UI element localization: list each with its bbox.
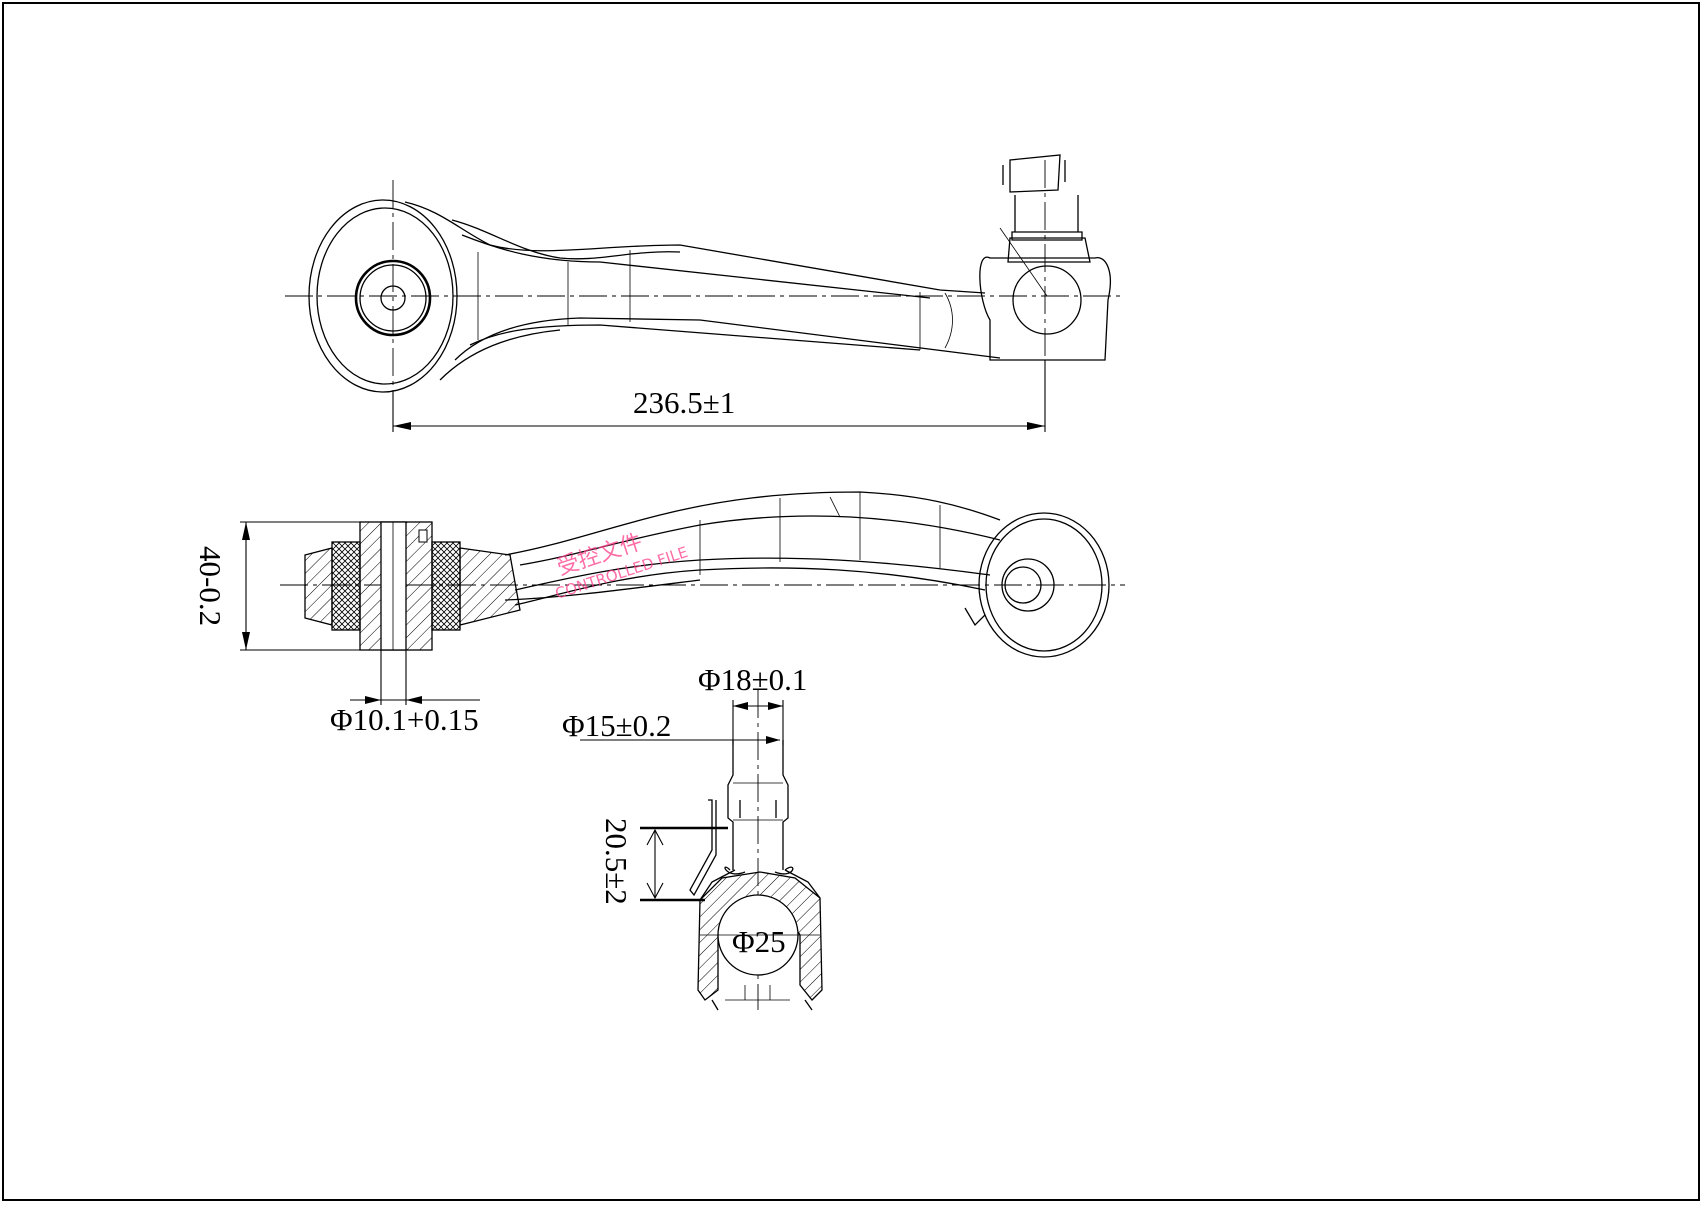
ball-diameter-label: Φ25 [732,924,786,959]
length-dimension: 236.5±1 [392,360,1046,432]
stud-diameter-lower-dimension: Φ15±0.2 [562,708,780,744]
bore-dimension: Φ10.1+0.15 [330,650,480,737]
arm-body-side [504,491,1001,606]
stud-diameter-upper-label: Φ18±0.1 [698,662,807,697]
housing [697,866,823,1011]
stud-diameter-upper-dimension: Φ18±0.1 [698,662,807,745]
side-view: 40-0.2 Φ10.1+0.15 受控文件 CONTROLLED FILE [193,491,1125,737]
length-dimension-label: 236.5±1 [633,385,735,420]
top-view: 236.5±1 [285,154,1120,432]
stud-height-dimension: 20.5±2 [599,818,728,905]
thickness-dimension-label: 40-0.2 [193,546,228,626]
bore-dimension-label: Φ10.1+0.15 [330,702,479,737]
stud [727,740,789,870]
ball-joint-top [979,154,1111,361]
stud-diameter-lower-label: Φ15±0.2 [562,708,671,743]
thickness-dimension: 40-0.2 [193,521,360,651]
bushing-eye [308,199,458,393]
arm-body-top [404,201,1001,381]
ball-joint-section: Φ25 Φ18±0.1 Φ15±0.2 20.5±2 [562,662,823,1011]
ball: Φ25 [700,894,820,976]
stud-height-label: 20.5±2 [599,818,634,905]
boot-clip [689,799,717,897]
bushing-section [304,521,521,651]
ball-end-side [964,512,1110,658]
